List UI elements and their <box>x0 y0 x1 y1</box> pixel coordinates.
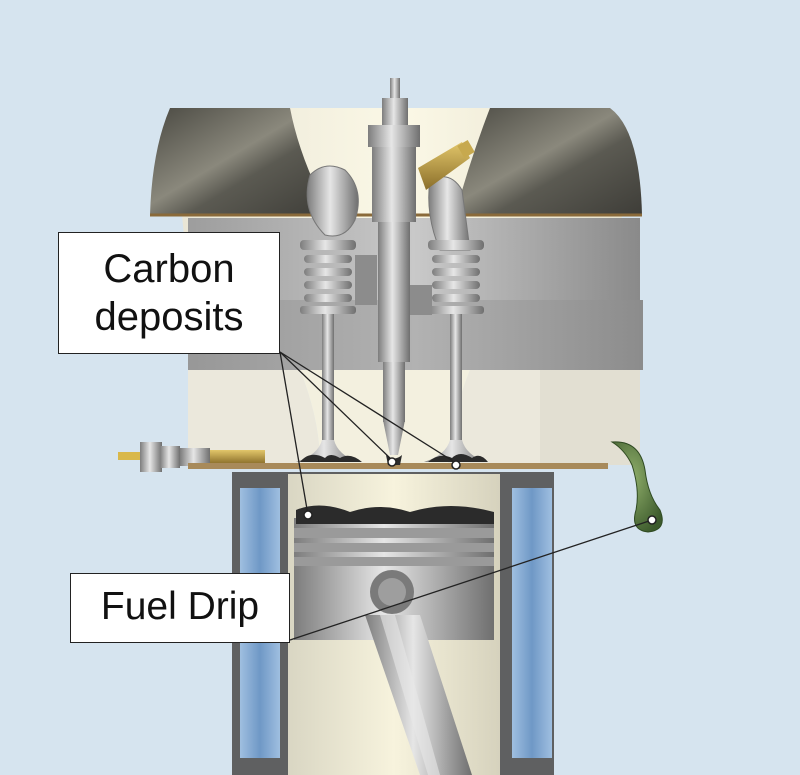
head-block-right <box>455 108 642 215</box>
valve-stem-right <box>450 314 462 444</box>
fuel-drip-label: Fuel Drip <box>70 573 290 643</box>
leader-endpoints <box>303 457 657 525</box>
fuel-injector <box>368 78 420 455</box>
fuel-drip-icon <box>610 441 663 533</box>
valve-spring-right <box>428 240 484 314</box>
connecting-rod <box>365 615 472 775</box>
valve-spring-left <box>300 240 356 314</box>
carbon-label-line2: deposits <box>94 295 244 339</box>
head-block-left <box>150 108 330 215</box>
rocker-arm-left <box>306 165 359 237</box>
leader-lines <box>279 351 653 641</box>
fuel-line-fitting <box>418 142 470 190</box>
carbon-deposits-label: Carbon deposits <box>58 232 280 354</box>
valve-stem-left <box>322 314 334 444</box>
carbon-label-line1: Carbon <box>103 247 235 291</box>
cylinder-liner-right <box>512 488 552 758</box>
glow-plug <box>118 442 265 472</box>
